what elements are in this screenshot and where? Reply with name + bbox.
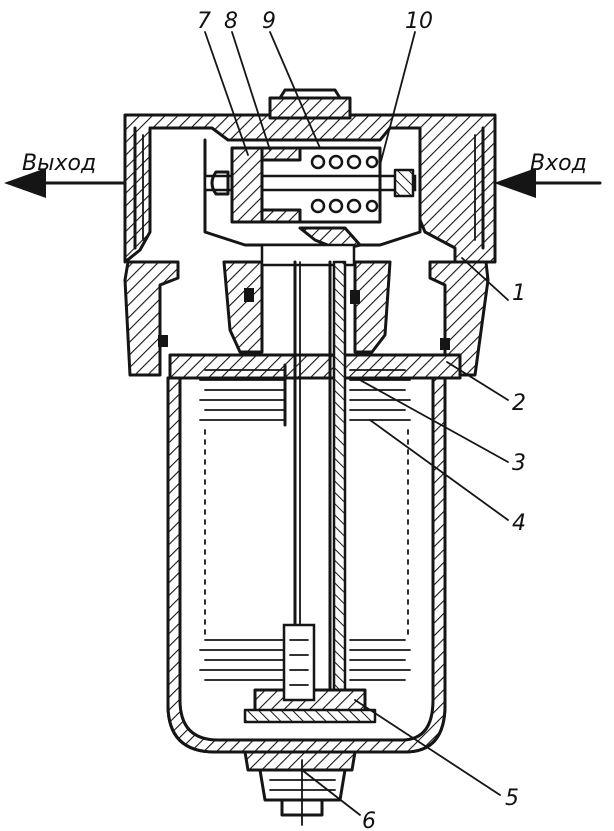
part-label-5: 5: [505, 786, 519, 811]
part-labels: 7 8 9 10 1 2 3 4 5 6: [197, 9, 526, 831]
leader-lines: [204, 31, 509, 816]
part-label-2: 2: [512, 391, 526, 416]
filter-pleats-lower-left: [199, 639, 286, 681]
filter-element: [199, 243, 411, 724]
inlet-label: Вход: [530, 151, 587, 176]
filter-pleats-upper-left: [199, 363, 287, 427]
filter-pleats-lower-right: [349, 639, 411, 681]
part-label-3: 3: [512, 451, 526, 476]
part-label-10: 10: [405, 9, 433, 34]
part-label-1: 1: [512, 281, 526, 306]
filter-bowl: [158, 288, 462, 826]
housing-head: [123, 88, 497, 377]
part-label-8: 8: [224, 9, 238, 34]
part-label-6: 6: [362, 809, 376, 831]
flow-arrows: Выход Вход: [4, 151, 602, 198]
outlet-label: Выход: [22, 151, 96, 176]
part-label-4: 4: [512, 511, 526, 536]
part-label-7: 7: [197, 9, 211, 34]
spring: [310, 154, 379, 214]
valve-assembly: [203, 146, 417, 252]
part-label-9: 9: [262, 9, 276, 34]
